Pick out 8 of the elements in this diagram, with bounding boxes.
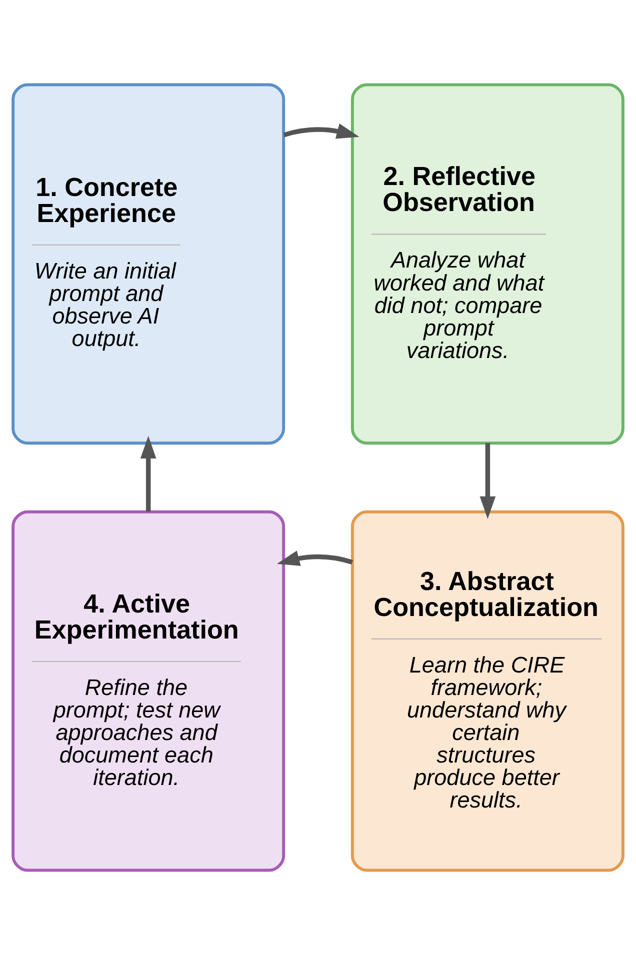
node-box: 1. Concrete Experience Write an initial prompt and observe AI output.	[12, 83, 286, 445]
arrow	[276, 550, 354, 566]
arrow	[283, 124, 360, 139]
arrow	[480, 443, 496, 519]
node-box: 2. Reflective Observation Analyze what worked and what did not; compare prompt variations.	[350, 83, 624, 445]
arrow	[140, 436, 156, 512]
node-box: 3. Abstract Conceptualization Learn the CIRE framework; understand why certain structures produce better results.	[350, 510, 624, 872]
node-box: 4. Active Experimentation Refine the prompt; test new approaches and document each iteration.	[12, 510, 286, 872]
